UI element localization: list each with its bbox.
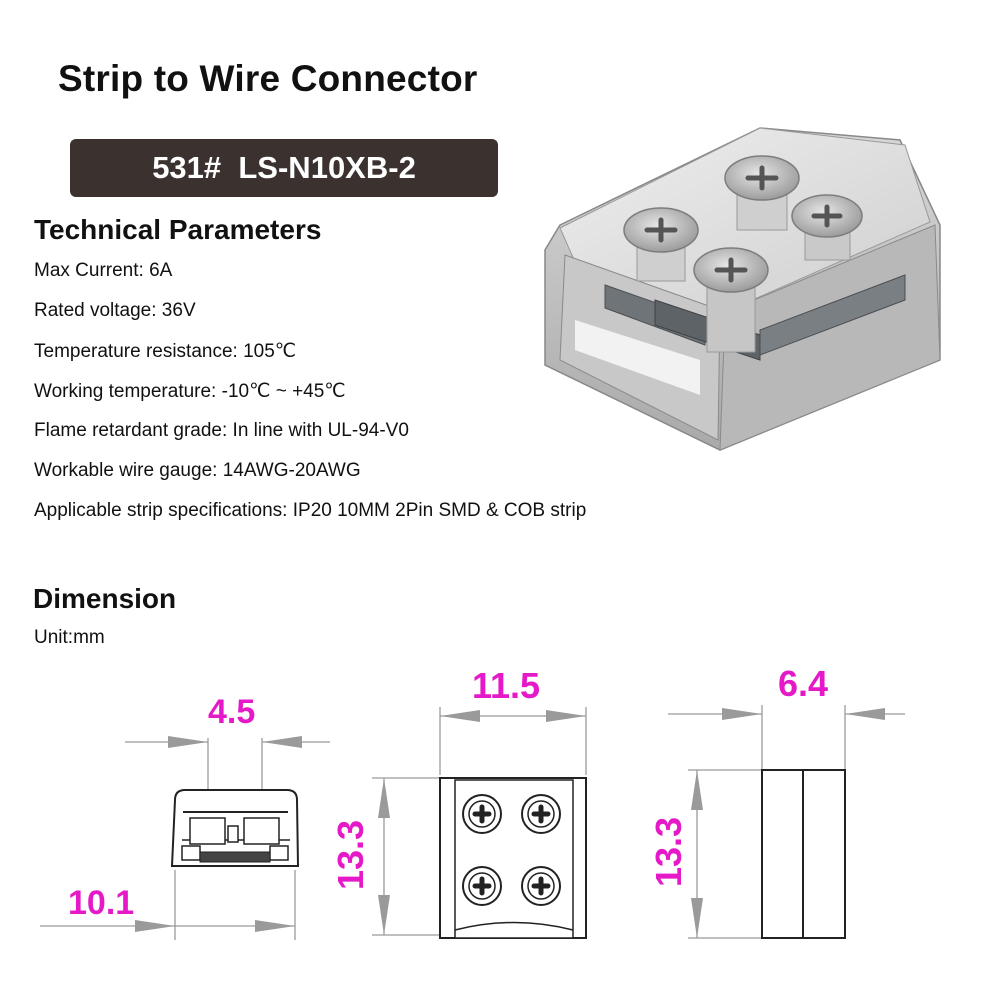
- param-rated-voltage: Rated voltage: 36V: [34, 300, 196, 321]
- top-view-connector: [439, 777, 587, 939]
- dim-label-front-height: 13.3: [330, 819, 371, 890]
- param-working-temperature: Working temperature: -10℃ ~ +45℃: [34, 381, 346, 402]
- page-title: Strip to Wire Connector: [58, 58, 478, 99]
- dimension-heading: Dimension: [33, 583, 177, 614]
- technical-parameters-heading: Technical Parameters: [34, 214, 322, 245]
- dim-label-side-height: 13.3: [648, 816, 689, 887]
- dim-label-top-width: 11.5: [472, 665, 541, 706]
- dim-label-side-width: 10.1: [68, 884, 135, 922]
- param-flame-retardant: Flame retardant grade: In line with UL-9…: [34, 420, 409, 441]
- param-strip-spec: Applicable strip specifications: IP20 10…: [34, 500, 587, 521]
- dim-label-opening-width: 4.5: [208, 693, 256, 731]
- model-badge: 531# LS-N10XB-2: [70, 139, 498, 197]
- end-view-connector: [170, 789, 300, 867]
- side-view-connector: [761, 769, 846, 939]
- unit-label: Unit:mm: [34, 627, 105, 648]
- param-max-current: Max Current: 6A: [34, 260, 173, 281]
- param-temperature-resistance: Temperature resistance: 105℃: [34, 341, 297, 362]
- param-wire-gauge: Workable wire gauge: 14AWG-20AWG: [34, 460, 361, 481]
- dim-label-depth: 6.4: [778, 663, 829, 704]
